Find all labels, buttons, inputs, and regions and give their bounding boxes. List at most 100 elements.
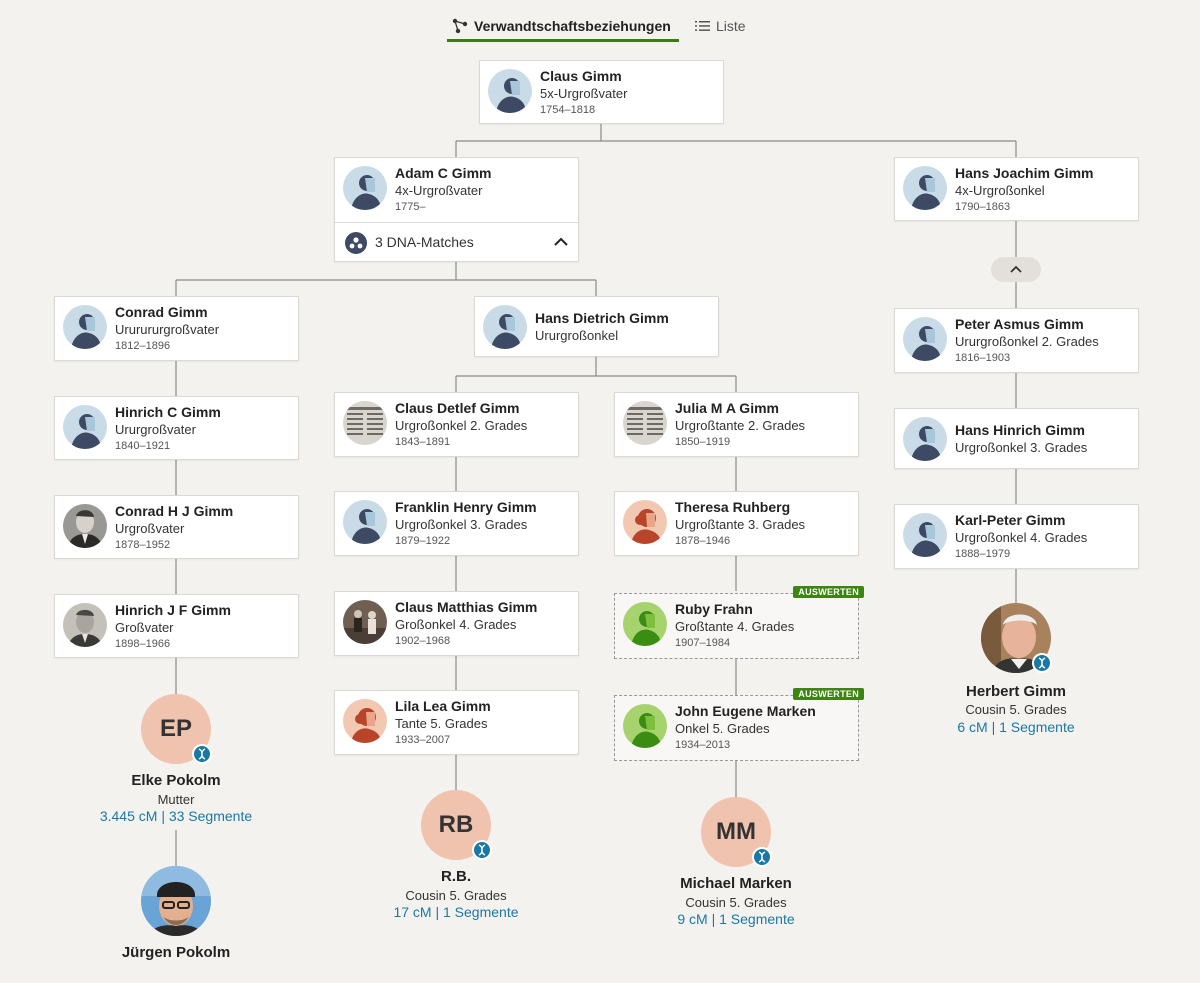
dna-match-icon — [192, 744, 212, 764]
person-card-karl-peter-gimm[interactable]: Karl-Peter Gimm Urgroßonkel 4. Grades 18… — [894, 504, 1139, 569]
male-avatar-icon — [903, 417, 947, 461]
person-relationship: Großvater — [115, 620, 174, 635]
person-relationship: Tante 5. Grades — [395, 716, 488, 731]
person-card-claus-detlef-gimm[interactable]: Claus Detlef Gimm Urgroßonkel 2. Grades … — [334, 392, 579, 457]
dna-match-rb[interactable]: RB R.B. Cousin 5. Grades 17 cM | 1 Segme… — [356, 790, 556, 926]
person-name: Hans Joachim Gimm — [955, 165, 1094, 181]
person-years: 1816–1903 — [955, 352, 1011, 364]
person-years: 1878–1946 — [675, 535, 731, 547]
match-initials-avatar: RB — [421, 790, 491, 860]
person-relationship: Onkel 5. Grades — [675, 721, 770, 736]
person-card-john-eugene-marken[interactable]: AUSWERTEN John Eugene Marken Onkel 5. Gr… — [614, 688, 864, 761]
person-name: Claus Matthias Gimm — [395, 599, 538, 615]
person-name: Hans Hinrich Gimm — [955, 422, 1085, 438]
person-relationship: Urgroßonkel 2. Grades — [395, 418, 528, 433]
person-relationship: Urgroßvater — [115, 521, 185, 536]
person-years: 1933–2007 — [395, 734, 451, 746]
match-name[interactable]: R.B. — [441, 868, 471, 885]
list-icon — [695, 21, 710, 31]
dna-match-jurgen-pokolm[interactable]: Jürgen Pokolm — [76, 866, 276, 966]
person-relationship: 5x-Urgroßvater — [540, 86, 628, 101]
person-relationship: Urgroßonkel 3. Grades — [955, 440, 1088, 455]
tab-relationships[interactable]: Verwandtschaftsbeziehungen — [452, 18, 671, 34]
match-name[interactable]: Herbert Gimm — [965, 683, 1067, 700]
match-shared-dna[interactable]: 9 cM | 1 Segmente — [677, 911, 795, 927]
person-card-conrad-gimm[interactable]: Conrad Gimm Ururururgroßvater 1812–1896 — [54, 296, 299, 361]
person-name: Conrad Gimm — [115, 304, 208, 320]
person-relationship: 4x-Urgroßonkel — [955, 183, 1045, 198]
view-tabs: Verwandtschaftsbeziehungen Liste — [0, 12, 1200, 44]
evaluate-badge[interactable]: AUSWERTEN — [793, 688, 864, 700]
dna-matches-toggle[interactable]: 3 DNA-Matches — [335, 222, 578, 262]
tab-list[interactable]: Liste — [695, 18, 746, 34]
person-years: 1898–1966 — [115, 638, 171, 650]
person-card-ruby-frahn[interactable]: AUSWERTEN Ruby Frahn Großtante 4. Grades… — [614, 586, 864, 659]
evaluate-badge[interactable]: AUSWERTEN — [793, 586, 864, 598]
person-relationship: Urgroßtante 3. Grades — [675, 517, 806, 532]
person-name: Theresa Ruhberg — [675, 499, 791, 515]
match-relationship: Cousin 5. Grades — [405, 888, 507, 903]
person-relationship: Ururgroßvater — [115, 422, 196, 437]
green-avatar-icon — [623, 602, 667, 646]
person-card-hinrich-j-f-gimm[interactable]: Hinrich J F Gimm Großvater 1898–1966 — [54, 594, 299, 658]
person-card-julia-m-a-gimm[interactable]: Julia M A Gimm Urgroßtante 2. Grades 185… — [614, 392, 859, 457]
person-card-hinrich-c-gimm[interactable]: Hinrich C Gimm Ururgroßvater 1840–1921 — [54, 396, 299, 460]
person-name: Franklin Henry Gimm — [395, 499, 537, 515]
person-card-lila-lea-gimm[interactable]: Lila Lea Gimm Tante 5. Grades 1933–2007 — [334, 690, 579, 755]
person-years: 1812–1896 — [115, 340, 171, 352]
dna-match-herbert-gimm[interactable]: Herbert Gimm Cousin 5. Grades 6 cM | 1 S… — [916, 603, 1116, 739]
dna-matches-label: 3 DNA-Matches — [375, 234, 474, 250]
person-card-adam-c-gimm[interactable]: Adam C Gimm 4x-Urgroßvater 1775– 3 DNA-M… — [334, 157, 579, 262]
person-name: Claus Gimm — [540, 68, 622, 84]
female-avatar-icon — [623, 500, 667, 544]
tree-icon — [452, 18, 468, 34]
person-name: Conrad H J Gimm — [115, 503, 234, 519]
portrait-photo-icon — [63, 603, 107, 647]
male-avatar-icon — [903, 166, 947, 210]
person-years: 1775– — [395, 201, 426, 213]
person-card-claus-matthias-gimm[interactable]: Claus Matthias Gimm Großonkel 4. Grades … — [334, 591, 579, 656]
person-card-hans-joachim-gimm[interactable]: Hans Joachim Gimm 4x-Urgroßonkel 1790–18… — [894, 157, 1139, 221]
match-shared-dna[interactable]: 17 cM | 1 Segmente — [393, 904, 519, 920]
person-card-peter-asmus-gimm[interactable]: Peter Asmus Gimm Ururgroßonkel 2. Grades… — [894, 308, 1139, 373]
newspaper-photo-icon — [623, 401, 667, 445]
profile-photo-avatar — [981, 603, 1051, 673]
person-card-hans-hinrich-gimm[interactable]: Hans Hinrich Gimm Urgroßonkel 3. Grades — [894, 408, 1139, 469]
dna-match-michael-marken[interactable]: MM Michael Marken Cousin 5. Grades 9 cM … — [636, 797, 836, 933]
person-years: 1850–1919 — [675, 436, 731, 448]
person-name: Adam C Gimm — [395, 165, 492, 181]
portrait-photo-icon — [63, 504, 107, 548]
male-avatar-icon — [903, 317, 947, 361]
match-name[interactable]: Jürgen Pokolm — [121, 944, 231, 961]
female-avatar-icon — [343, 699, 387, 743]
person-years: 1878–1952 — [115, 539, 171, 551]
person-years: 1843–1891 — [395, 436, 451, 448]
person-relationship: Ururgroßonkel 2. Grades — [955, 334, 1099, 349]
male-avatar-icon — [903, 513, 947, 557]
person-relationship: 4x-Urgroßvater — [395, 183, 483, 198]
male-avatar-icon — [63, 405, 107, 449]
match-name[interactable]: Michael Marken — [680, 875, 792, 892]
person-card-franklin-henry-gimm[interactable]: Franklin Henry Gimm Urgroßonkel 3. Grade… — [334, 491, 579, 556]
person-years: 1902–1968 — [395, 635, 451, 647]
active-tab-indicator — [447, 39, 679, 42]
match-relationship: Mutter — [157, 792, 195, 807]
male-avatar-icon — [63, 305, 107, 349]
group-photo-icon — [343, 600, 387, 644]
person-name: Hinrich J F Gimm — [115, 602, 231, 618]
person-card-conrad-h-j-gimm[interactable]: Conrad H J Gimm Urgroßvater 1878–1952 — [54, 495, 299, 559]
person-card-theresa-ruhberg[interactable]: Theresa Ruhberg Urgroßtante 3. Grades 18… — [614, 491, 859, 556]
person-relationship: Ururgroßonkel — [535, 328, 619, 343]
person-years: 1790–1863 — [955, 201, 1011, 213]
match-shared-dna[interactable]: 6 cM | 1 Segmente — [957, 719, 1075, 735]
match-name[interactable]: Elke Pokolm — [131, 772, 221, 789]
dna-match-icon — [472, 840, 492, 860]
match-shared-dna[interactable]: 3.445 cM | 33 Segmente — [99, 808, 253, 824]
person-name: Julia M A Gimm — [675, 400, 779, 416]
collapse-branch-button[interactable] — [991, 257, 1041, 282]
person-card-claus-gimm[interactable]: Claus Gimm 5x-Urgroßvater 1754–1818 — [479, 60, 724, 124]
person-card-hans-dietrich-gimm[interactable]: Hans Dietrich Gimm Ururgroßonkel — [474, 296, 719, 357]
person-name: Claus Detlef Gimm — [395, 400, 520, 416]
green-avatar-icon — [623, 704, 667, 748]
dna-match-elke-pokolm[interactable]: EP Elke Pokolm Mutter 3.445 cM | 33 Segm… — [76, 694, 276, 830]
